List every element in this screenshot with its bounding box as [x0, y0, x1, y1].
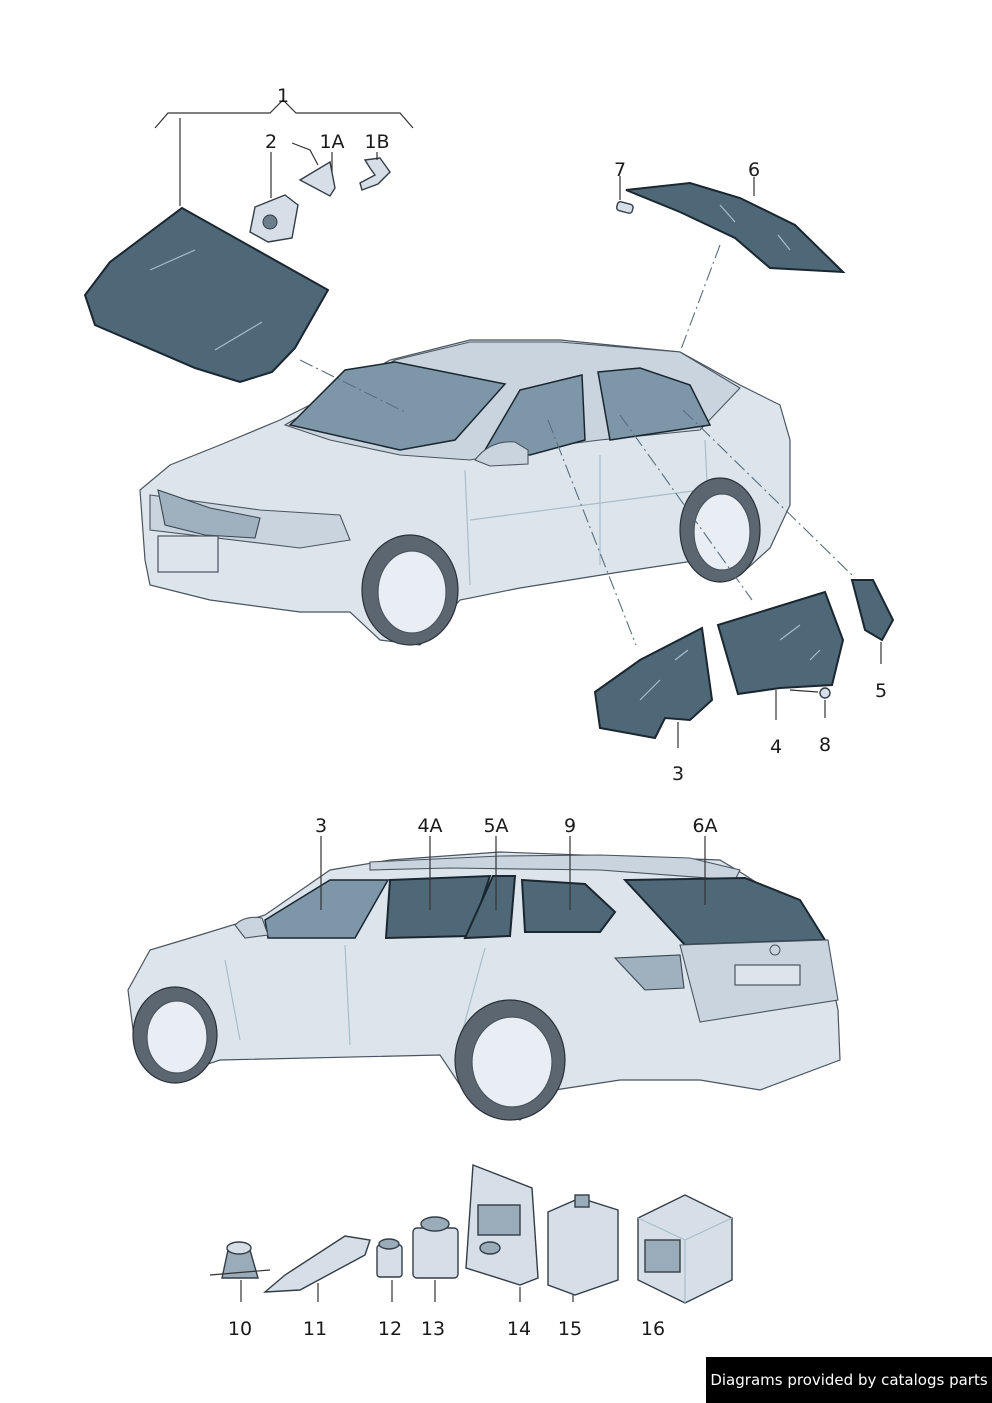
sensor-cover-part: [298, 160, 336, 197]
callout-4: 4: [770, 736, 782, 758]
callout-5a: 5A: [483, 815, 508, 837]
rear-window-glass: [625, 181, 846, 274]
sedan-rear-door-window: [597, 367, 712, 441]
front-door-glass: [593, 626, 714, 740]
callout-estate-3: 3: [315, 815, 327, 837]
rear-door-glass: [716, 590, 845, 696]
adhesive-tube-part: [262, 1235, 371, 1293]
primer-can-part: [412, 1216, 459, 1279]
callout-4a: 4A: [417, 815, 442, 837]
callout-15: 15: [558, 1318, 582, 1340]
callout-6a: 6A: [692, 815, 717, 837]
callout-13: 13: [421, 1318, 445, 1340]
callout-6: 6: [748, 159, 760, 181]
sedan-car: [139, 339, 791, 646]
rear-window-clip-part: [615, 201, 634, 214]
watermark-banner: Diagrams provided by catalogs parts: [706, 1357, 992, 1403]
quarter-glass: [850, 579, 895, 642]
screw-part: [819, 687, 831, 699]
repair-kit-bag-part: [465, 1164, 539, 1286]
callout-5: 5: [875, 680, 887, 702]
callout-1b: 1B: [364, 131, 389, 153]
callout-14: 14: [507, 1318, 531, 1340]
callout-8: 8: [819, 734, 831, 756]
cleaner-bottle-part: [547, 1194, 619, 1296]
callout-11: 11: [303, 1318, 327, 1340]
nozzle-part: [209, 1241, 271, 1279]
callout-12: 12: [378, 1318, 402, 1340]
mirror-bracket-part: [359, 157, 391, 191]
callout-1a: 1A: [319, 131, 344, 153]
callout-10: 10: [228, 1318, 252, 1340]
windscreen-glass: [83, 206, 330, 384]
callout-7: 7: [614, 159, 626, 181]
callout-9: 9: [564, 815, 576, 837]
estate-rear-window: [622, 876, 827, 947]
sedan-windscreen: [288, 361, 507, 451]
callout-2: 2: [265, 131, 277, 153]
callout-1: 1: [277, 85, 289, 107]
callout-3: 3: [672, 763, 684, 785]
small-primer-part: [376, 1238, 403, 1278]
package-box-part: [637, 1194, 733, 1304]
callout-16: 16: [641, 1318, 665, 1340]
estate-car: [127, 851, 841, 1121]
